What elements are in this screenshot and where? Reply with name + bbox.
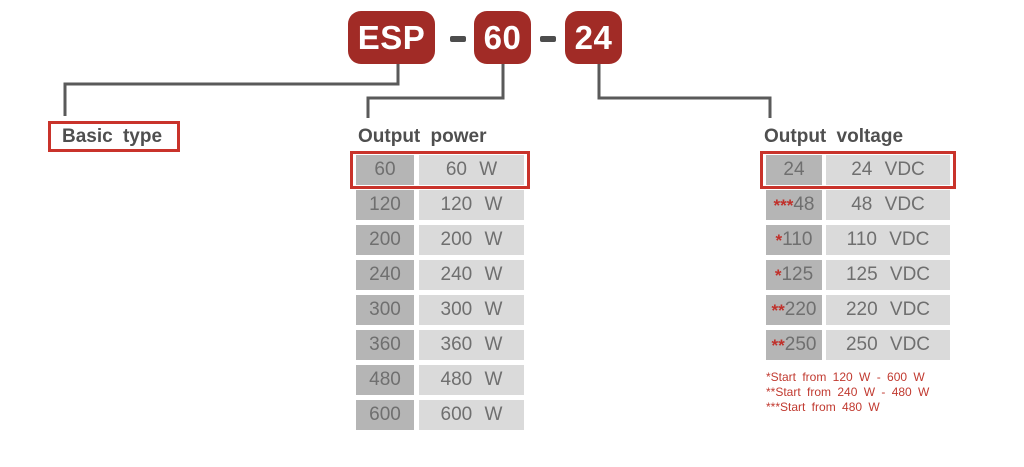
description-cell: 125 VDC — [826, 260, 950, 290]
description-cell: 48 VDC — [826, 190, 950, 220]
description-cell: 360 W — [419, 330, 524, 360]
connector-output-power — [366, 64, 505, 118]
code-cell: 600 — [356, 400, 414, 430]
code-cell: *110 — [766, 225, 822, 255]
output-voltage-title: Output voltage — [764, 126, 904, 147]
code-cell: 300 — [356, 295, 414, 325]
description-cell: 480 W — [419, 365, 524, 395]
model-segment-basic-type: ESP — [348, 11, 435, 64]
code-cell: 240 — [356, 260, 414, 290]
connector-output-voltage — [597, 64, 772, 118]
code-cell: **250 — [766, 330, 822, 360]
dash-separator — [540, 36, 556, 42]
output-voltage-row: 24 24 VDC — [760, 151, 956, 189]
footnote-line: *Start from 120 W - 600 W — [766, 370, 925, 384]
code-value: 220 — [784, 299, 817, 320]
code-cell: *125 — [766, 260, 822, 290]
description-cell: 60 W — [419, 155, 524, 185]
code-value: 24 — [783, 159, 805, 180]
code-value: 250 — [784, 334, 817, 355]
model-segment-output-power: 60 — [474, 11, 531, 64]
code-value: 48 — [793, 194, 815, 215]
code-value: 125 — [781, 264, 814, 285]
description-cell: 220 VDC — [826, 295, 950, 325]
description-cell: 120 W — [419, 190, 524, 220]
description-cell: 24 VDC — [826, 155, 950, 185]
description-cell: 200 W — [419, 225, 524, 255]
model-segment-output-voltage: 24 — [565, 11, 622, 64]
code-cell: ***48 — [766, 190, 822, 220]
voltage-footnotes: *Start from 120 W - 600 W**Start from 24… — [766, 370, 929, 415]
code-cell: 120 — [356, 190, 414, 220]
connector-basic-type — [63, 64, 400, 116]
description-cell: 250 VDC — [826, 330, 950, 360]
footnote-marker: * — [775, 231, 783, 250]
code-cell: 60 — [356, 155, 414, 185]
footnote-line: ***Start from 480 W — [766, 400, 880, 414]
footnote-marker: * — [774, 266, 782, 285]
footnote-marker: *** — [773, 196, 794, 215]
description-cell: 300 W — [419, 295, 524, 325]
footnote-line: **Start from 240 W - 480 W — [766, 385, 930, 399]
description-cell: 110 VDC — [826, 225, 950, 255]
code-value: 110 — [782, 229, 813, 250]
footnote-marker: ** — [771, 301, 785, 320]
code-cell: **220 — [766, 295, 822, 325]
code-cell: 360 — [356, 330, 414, 360]
footnote-marker: ** — [771, 336, 785, 355]
output-power-title: Output power — [358, 126, 487, 147]
code-cell: 200 — [356, 225, 414, 255]
description-cell: 600 W — [419, 400, 524, 430]
basic-type-label: Basic type — [48, 121, 180, 152]
code-cell: 24 — [766, 155, 822, 185]
code-cell: 480 — [356, 365, 414, 395]
dash-separator — [450, 36, 466, 42]
description-cell: 240 W — [419, 260, 524, 290]
